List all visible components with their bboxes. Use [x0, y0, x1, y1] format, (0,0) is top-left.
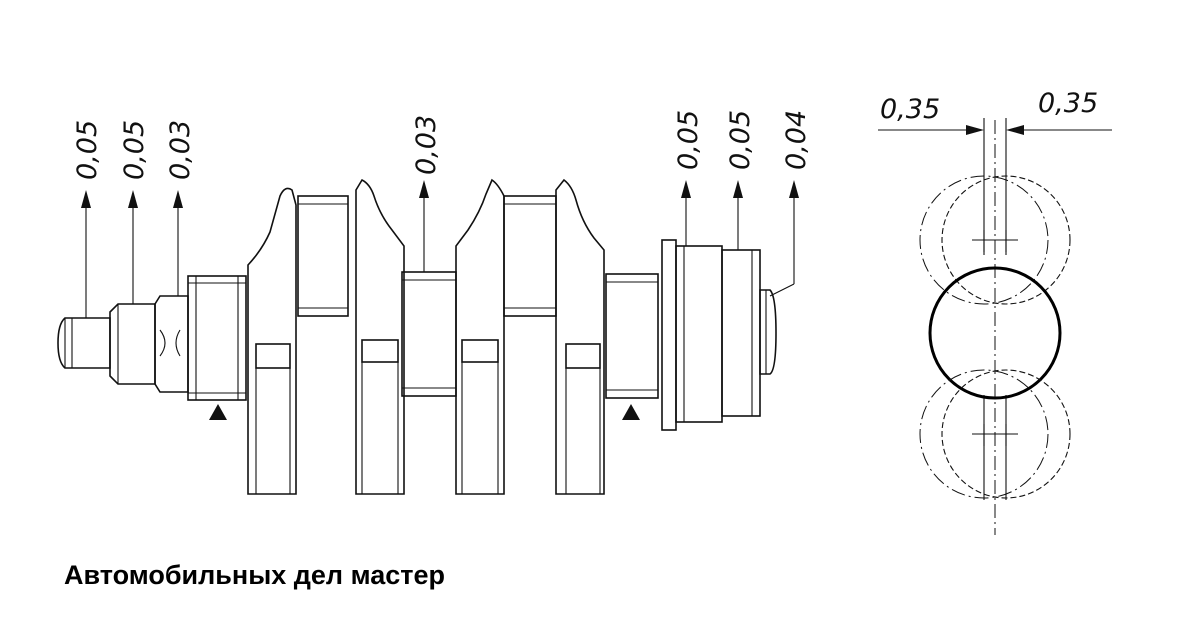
crank-web-1 — [247, 187, 297, 495]
main-journal-circle — [928, 266, 1062, 400]
tolerance-gear-seat: 0,05 — [119, 120, 150, 180]
tolerance-leaders — [81, 180, 799, 318]
tolerance-rear-journal: 0,05 — [725, 110, 756, 170]
crankpin-circle-bottom-right — [941, 369, 1071, 499]
rear-stub — [759, 289, 777, 375]
crankpin-2 — [503, 195, 557, 317]
tolerance-rear-stub: 0,04 — [781, 110, 812, 170]
crank-web-3 — [455, 178, 505, 495]
datum-triangle-right — [622, 404, 640, 420]
tolerance-pulley-seat: 0,03 — [165, 120, 196, 180]
tolerance-flange: 0,05 — [673, 110, 704, 170]
crankpin-circle-top-left — [919, 175, 1049, 305]
rear-journal — [721, 249, 761, 417]
tolerance-nose: 0,05 — [72, 120, 103, 180]
crankshaft-end-view: 0,35 0,35 — [878, 88, 1112, 535]
crankshaft-side-view: 0,05 0,05 0,03 0,03 0,05 0,05 0,04 — [57, 110, 812, 495]
tolerance-main-journal-2: 0,03 — [411, 115, 442, 175]
caption: Автомобильных дел мастер — [64, 560, 445, 590]
pulley-seat — [154, 295, 189, 393]
offset-value-right: 0,35 — [1038, 88, 1098, 119]
crankpin-circle-top-right — [941, 175, 1071, 305]
crankpin-1 — [297, 195, 349, 317]
crank-web-2 — [355, 178, 405, 495]
gear-seat — [109, 303, 156, 385]
nose-journal — [57, 317, 111, 369]
offset-dimension — [878, 125, 1112, 135]
main-journal-1 — [187, 275, 247, 401]
main-journal-3 — [605, 273, 659, 399]
datum-triangle-left — [209, 404, 227, 420]
flywheel-flange — [661, 239, 723, 431]
offset-value-left: 0,35 — [880, 94, 940, 125]
crankpin-circle-bottom-left — [919, 369, 1049, 499]
crank-web-4 — [555, 178, 605, 495]
